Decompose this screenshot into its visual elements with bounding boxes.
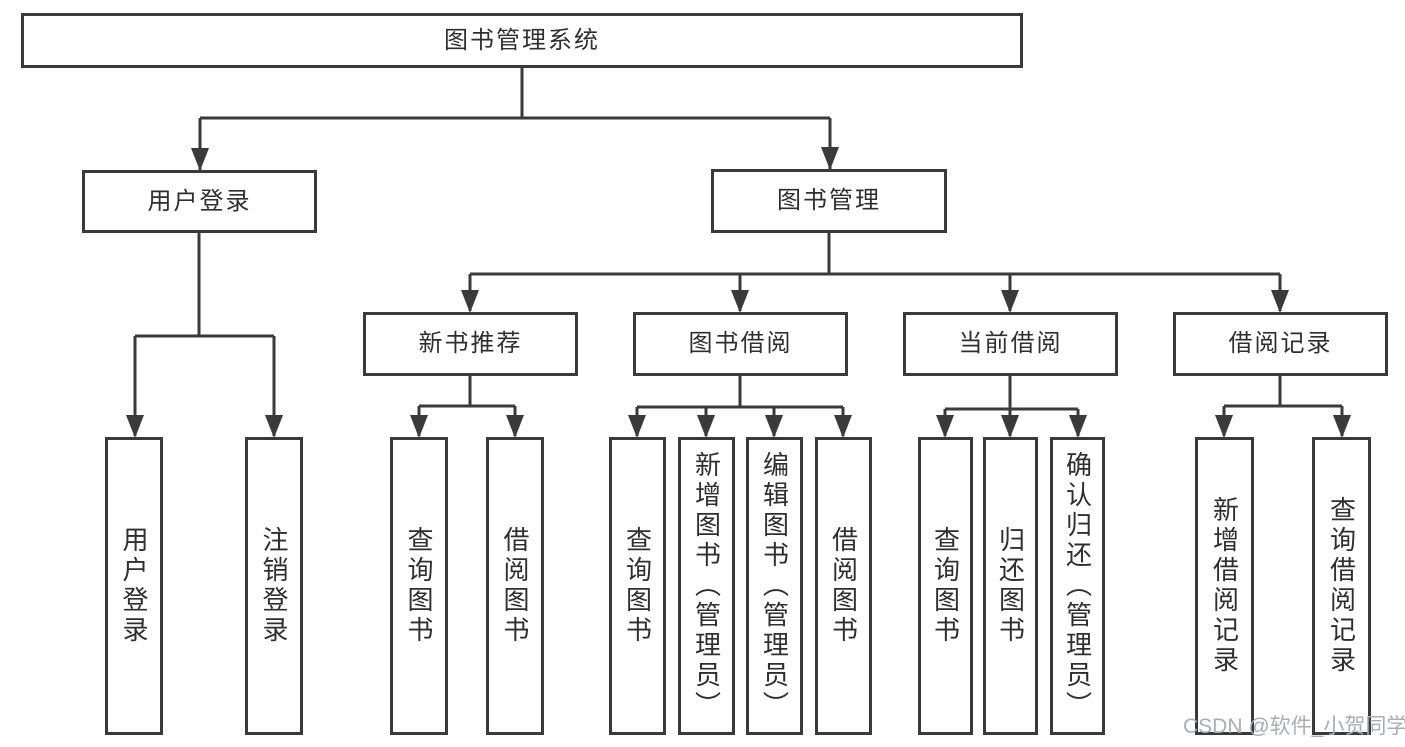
leaf-query-books-borrowing-label: 查询图书 [622, 526, 653, 646]
leaf-query-books-recommend: 查询图书 [390, 437, 448, 735]
node-book-management: 图书管理 [711, 169, 947, 233]
leaf-logout-login-label: 注销登录 [259, 526, 289, 646]
node-borrowing-records: 借阅记录 [1173, 312, 1388, 376]
node-new-book-recommendation-label: 新书推荐 [418, 330, 523, 357]
leaf-return-book: 归还图书 [983, 437, 1038, 735]
leaf-borrow-books-borrowing: 借阅图书 [815, 437, 872, 735]
leaf-borrow-books-borrowing-label: 借阅图书 [828, 526, 859, 646]
leaf-query-books-recommend-label: 查询图书 [404, 526, 434, 646]
leaf-query-books-borrowing: 查询图书 [609, 437, 666, 735]
leaf-confirm-return-admin: 确认归还（管理员） [1050, 437, 1105, 735]
leaf-query-borrow-record-label: 查询借阅记录 [1326, 496, 1357, 676]
leaf-edit-book-admin: 编辑图书（管理员） [746, 437, 803, 735]
node-new-book-recommendation: 新书推荐 [363, 312, 578, 376]
node-current-borrowing: 当前借阅 [903, 312, 1118, 376]
leaf-user-login: 用户登录 [105, 437, 163, 735]
leaf-query-borrow-record: 查询借阅记录 [1312, 437, 1371, 735]
node-library-management-system-label: 图书管理系统 [444, 26, 600, 54]
leaf-add-borrow-record: 新增借阅记录 [1195, 437, 1254, 735]
leaf-edit-book-admin-label: 编辑图书（管理员） [759, 451, 790, 721]
leaf-confirm-return-admin-label: 确认归还（管理员） [1062, 451, 1093, 721]
node-book-borrowing: 图书借阅 [633, 312, 848, 376]
leaf-return-book-label: 归还图书 [995, 526, 1026, 646]
leaf-add-book-admin-label: 新增图书（管理员） [691, 451, 722, 721]
leaf-logout-login: 注销登录 [245, 437, 303, 735]
node-user-login: 用户登录 [82, 170, 317, 233]
leaf-query-books-current-label: 查询图书 [930, 526, 961, 646]
leaf-query-books-current: 查询图书 [918, 437, 973, 735]
node-current-borrowing-label: 当前借阅 [958, 330, 1063, 357]
tree-edges [133, 68, 1344, 436]
csdn-watermark: CSDN @软件_小贺同学 [1183, 715, 1405, 738]
leaf-borrow-books-recommend: 借阅图书 [486, 437, 544, 735]
leaf-borrow-books-recommend-label: 借阅图书 [500, 526, 530, 646]
node-book-management-label: 图书管理 [777, 187, 881, 214]
leaf-user-login-label: 用户登录 [119, 526, 149, 646]
node-user-login-label: 用户登录 [147, 187, 252, 215]
node-library-management-system: 图书管理系统 [21, 13, 1023, 68]
leaf-add-borrow-record-label: 新增借阅记录 [1209, 496, 1240, 676]
node-book-borrowing-label: 图书借阅 [688, 330, 793, 357]
node-borrowing-records-label: 借阅记录 [1228, 330, 1333, 357]
leaf-add-book-admin: 新增图书（管理员） [678, 437, 735, 735]
